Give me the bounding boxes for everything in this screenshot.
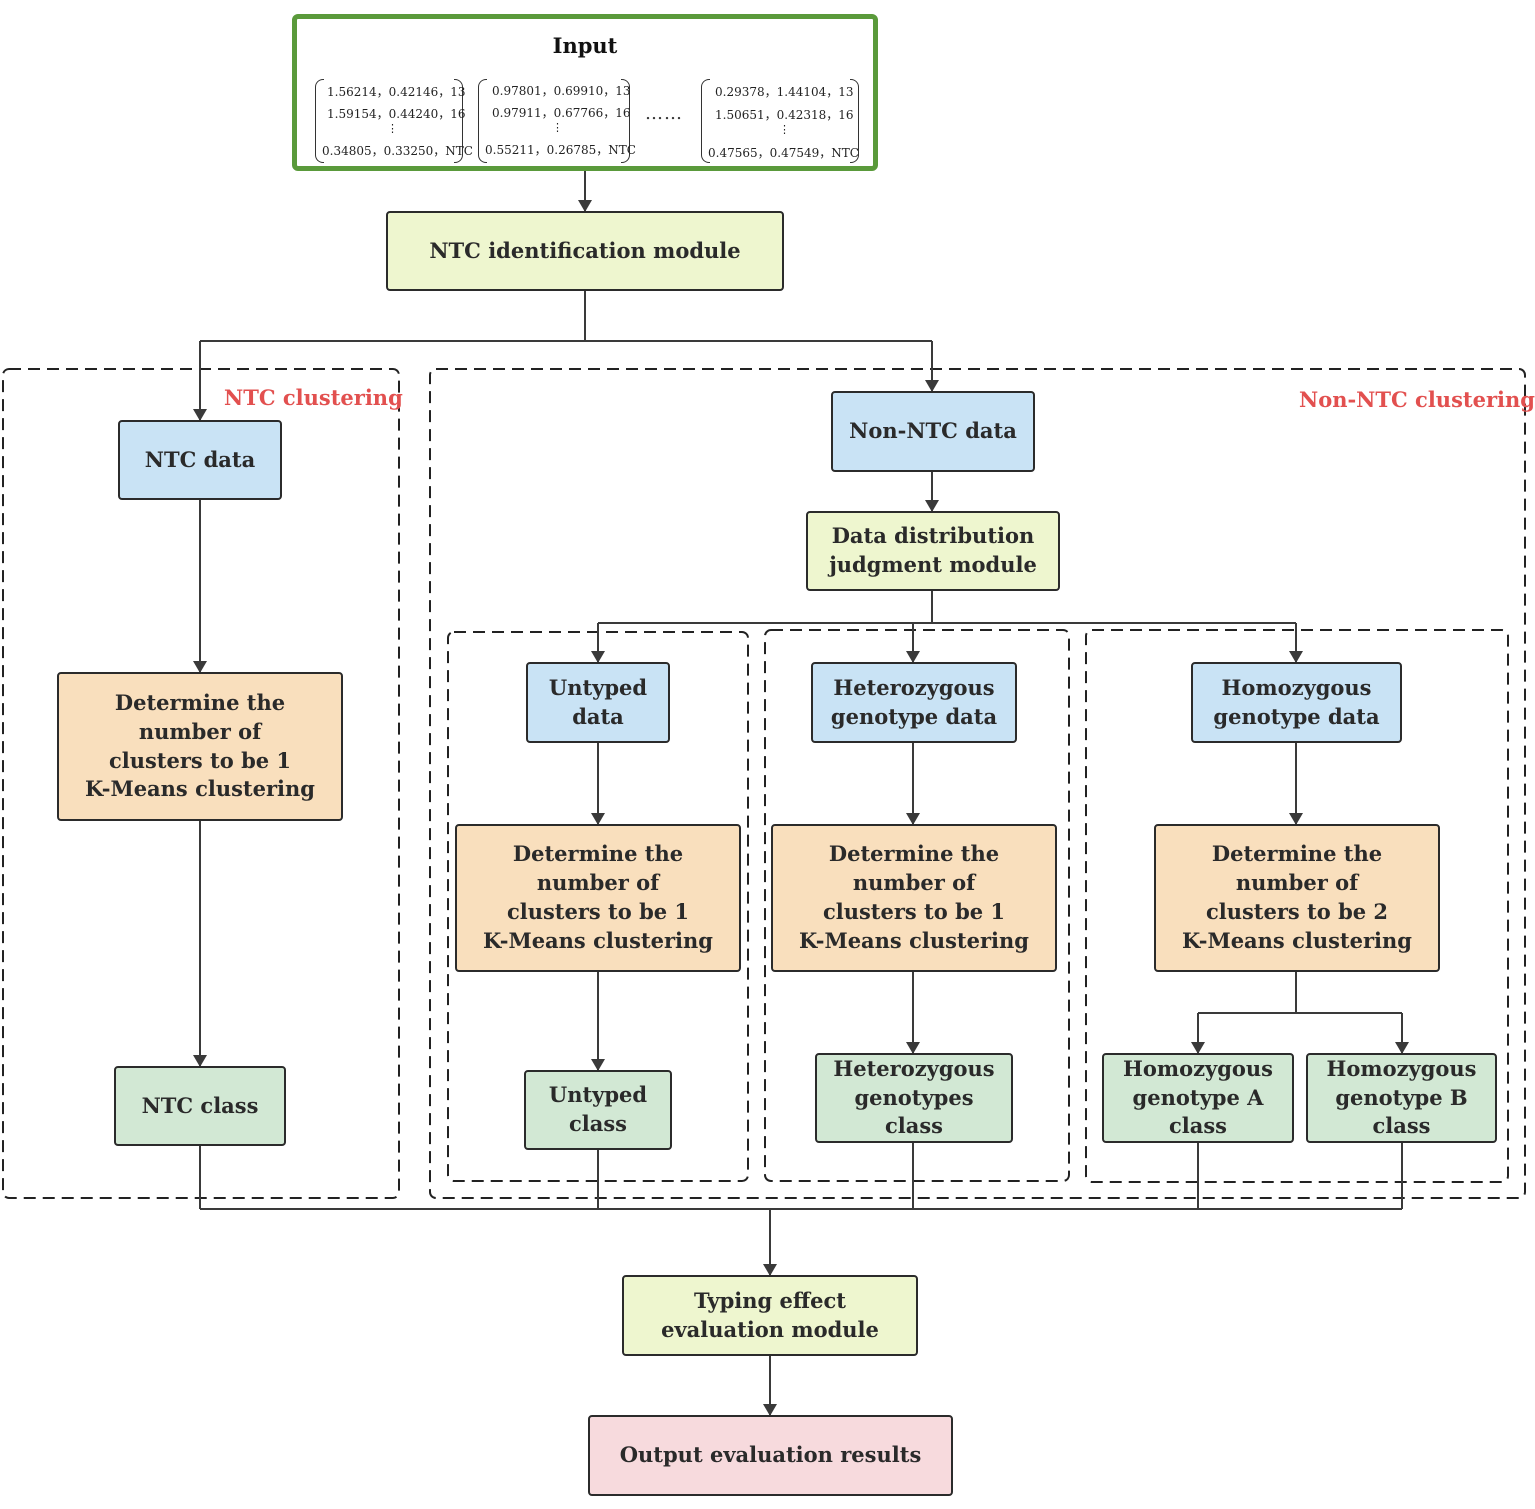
untyped-data-box: Untyped data — [526, 662, 670, 743]
ntc-identification-module: NTC identification module — [386, 211, 784, 291]
input-panel: Input 1.56214，0.42146，13 1.59154，0.44240… — [292, 14, 878, 171]
matrix-vdots: ⋮ — [387, 122, 398, 135]
matrix-row: 0.34805，0.33250，NTC — [322, 144, 473, 158]
matrix-row: 0.55211，0.26785，NTC — [485, 143, 636, 157]
non-ntc-clustering-region — [429, 368, 1526, 1199]
input-title: Input — [552, 33, 618, 58]
homozygous-a-class-box: Homozygous genotype A class — [1102, 1053, 1294, 1143]
matrix-row: 0.97911，0.67766，16 — [492, 106, 631, 120]
matrix-row: 0.29378，1.44104，13 — [715, 85, 854, 99]
input-matrix-2: 0.97801，0.69910，13 0.97911，0.67766，16 ⋮ … — [478, 79, 636, 163]
matrix-row: 1.50651，0.42318，16 — [715, 108, 854, 122]
matrix-row: 0.97801，0.69910，13 — [492, 84, 631, 98]
heterozygous-data-box: Heterozygous genotype data — [811, 662, 1017, 743]
output-results-box: Output evaluation results — [588, 1415, 953, 1496]
typing-effect-module: Typing effect evaluation module — [622, 1275, 918, 1356]
untyped-kmeans-box: Determine the number of clusters to be 1… — [455, 824, 741, 972]
homozygous-kmeans-box: Determine the number of clusters to be 2… — [1154, 824, 1440, 972]
homozygous-region — [1085, 629, 1509, 1183]
homozygous-b-class-box: Homozygous genotype B class — [1306, 1053, 1497, 1143]
input-matrix-1: 1.56214，0.42146，13 1.59154，0.44240，16 ⋮ … — [315, 79, 473, 163]
heterozygous-region — [764, 629, 1070, 1182]
homozygous-data-box: Homozygous genotype data — [1191, 662, 1402, 743]
ntc-clustering-label: NTC clustering — [224, 385, 403, 410]
data-distribution-module: Data distribution judgment module — [806, 511, 1060, 591]
non-ntc-data-box: Non-NTC data — [831, 391, 1035, 472]
input-matrix-3: 0.29378，1.44104，13 1.50651，0.42318，16 ⋮ … — [701, 79, 859, 163]
matrix-vdots: ⋮ — [779, 123, 790, 136]
matrix-vdots: ⋮ — [552, 121, 563, 134]
ntc-data-box: NTC data — [118, 420, 282, 500]
heterozygous-class-box: Heterozygous genotypes class — [815, 1053, 1013, 1143]
matrix-row: 1.56214，0.42146，13 — [327, 85, 466, 99]
ntc-kmeans-box: Determine the number of clusters to be 1… — [57, 672, 343, 821]
heterozygous-kmeans-box: Determine the number of clusters to be 1… — [771, 824, 1057, 972]
matrix-row: 0.47565，0.47549，NTC — [708, 146, 859, 160]
untyped-class-box: Untyped class — [524, 1070, 672, 1150]
ntc-class-box: NTC class — [114, 1066, 286, 1146]
non-ntc-clustering-label: Non-NTC clustering — [1299, 387, 1535, 412]
matrix-row: 1.59154，0.44240，16 — [327, 107, 466, 121]
split-connector — [200, 291, 586, 342]
input-ellipsis: …… — [645, 103, 683, 124]
